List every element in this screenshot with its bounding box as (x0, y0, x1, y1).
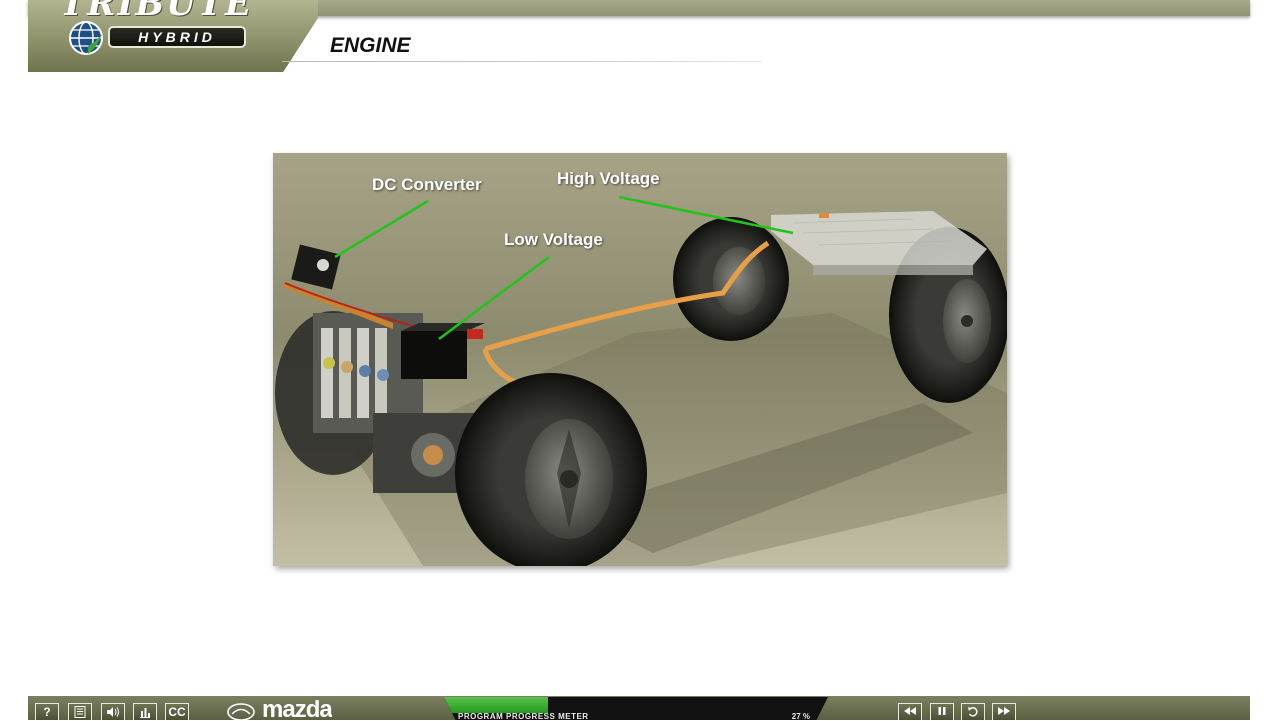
chart-button[interactable] (133, 703, 157, 720)
header-bar (28, 0, 1250, 16)
globe-icon (69, 21, 103, 55)
transcript-button[interactable] (68, 703, 92, 720)
dc-converter-leader-line (334, 199, 429, 259)
chassis-render (273, 153, 1007, 566)
chart-icon (140, 708, 150, 718)
front-wheel (455, 373, 647, 566)
title-divider (282, 61, 762, 62)
page-title: ENGINE (330, 34, 411, 57)
low-voltage-battery (401, 323, 485, 379)
high-voltage-label: High Voltage (557, 169, 660, 188)
rewind-icon (904, 707, 916, 715)
dc-converter-label: DC Converter (372, 175, 482, 194)
low-voltage-leader-line (438, 255, 550, 341)
brand-wordmark: mazda (262, 700, 332, 720)
replay-icon (968, 707, 978, 717)
hybrid-chassis-illustration: DC Converter High Voltage Low Voltage (273, 153, 1007, 566)
mazda-logo-icon (227, 703, 255, 720)
progress-fill (444, 697, 548, 713)
rewind-button[interactable] (898, 703, 922, 720)
logo-wordmark: TRIBUTE (60, 0, 260, 18)
high-voltage-cable (484, 240, 770, 352)
audio-button[interactable] (101, 703, 125, 720)
pause-button[interactable] (930, 703, 954, 720)
progress-meter: PROGRAM PROGRESS METER 27 % (444, 697, 828, 720)
cc-icon: CC (168, 705, 186, 719)
high-voltage-battery (771, 211, 987, 275)
dc-converter (283, 244, 424, 330)
pause-icon (938, 707, 946, 715)
closed-captions-button[interactable]: CC (165, 703, 189, 720)
transcript-icon (74, 706, 86, 718)
hybrid-badge: HYBRID (108, 26, 246, 48)
help-icon: ? (43, 705, 51, 719)
low-voltage-label: Low Voltage (504, 230, 603, 249)
high-voltage-leader-line (618, 195, 794, 235)
speaker-icon (107, 707, 119, 717)
progress-label: PROGRAM PROGRESS METER (458, 712, 589, 721)
engine-block (275, 311, 483, 493)
replay-button[interactable] (961, 703, 985, 720)
progress-percent: 27 % (791, 712, 810, 721)
help-button[interactable]: ? (35, 703, 59, 720)
fast-forward-button[interactable] (992, 703, 1016, 720)
fast-forward-icon (998, 707, 1010, 715)
